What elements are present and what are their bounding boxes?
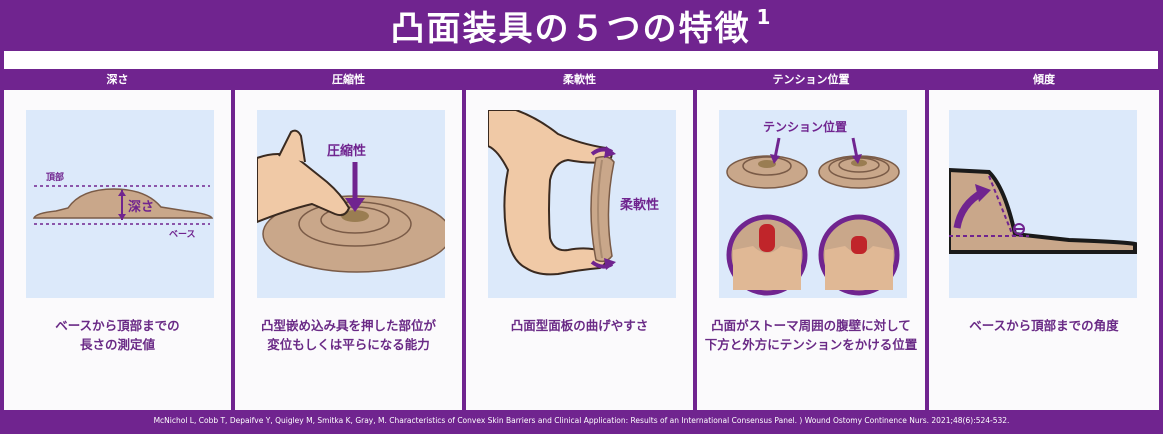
caption-line: 長さの測定値 (79, 337, 155, 352)
panel-compressibility: 圧縮性 凸型嵌め込み具を押した部位が 変位もしくは平らになる能力 (235, 90, 462, 410)
header-slope: 傾度 (1033, 73, 1055, 86)
title-text: 凸面装具の５つの特徴 (390, 8, 751, 49)
panel-tension-location: テンション位置 凸面がストーマ周囲の腹壁に対して 下方と外方にテンションをかける… (697, 90, 925, 410)
caption-line: 凸面がストーマ周囲の腹壁に対して (711, 318, 911, 333)
caption-line: 凸面型面板の曲げやすさ (510, 318, 649, 333)
caption-line: 変位もしくは平らになる能力 (267, 337, 430, 352)
tension-location-illustration: テンション位置 (719, 110, 907, 298)
white-strip-divider (4, 51, 1158, 69)
title-superscript: 1 (756, 5, 773, 29)
slope-illustration (949, 110, 1137, 298)
flexibility-label: 柔軟性 (620, 198, 660, 213)
column-header-row: 深さ 圧縮性 柔軟性 テンション位置 傾度 (0, 70, 1163, 90)
panel-flexibility: 柔軟性 凸面型面板の曲げやすさ (466, 90, 693, 410)
caption-line: ベースから頂部までの (55, 318, 180, 333)
header-flexibility: 柔軟性 (563, 73, 596, 86)
compressibility-caption: 凸型嵌め込み具を押した部位が 変位もしくは平らになる能力 (235, 316, 462, 354)
slope-caption: ベースから頂部までの角度 (929, 316, 1159, 335)
header-depth: 深さ (106, 73, 129, 86)
caption-line: 凸型嵌め込み具を押した部位が (260, 318, 436, 333)
panel-depth: 頂部 深さ ベース ベースから頂部までの 長さの測定値 (4, 90, 231, 410)
compressibility-label: 圧縮性 (327, 144, 367, 159)
panel-slope: ベースから頂部までの角度 (929, 90, 1159, 410)
depth-illustration: 頂部 深さ ベース (26, 110, 214, 298)
depth-label-top: 頂部 (46, 173, 65, 183)
compressibility-illustration: 圧縮性 (257, 110, 445, 298)
header-tension-location: テンション位置 (772, 73, 850, 86)
depth-label-base: ベース (169, 230, 196, 240)
tension-location-label: テンション位置 (763, 120, 848, 134)
flexibility-caption: 凸面型面板の曲げやすさ (466, 316, 693, 335)
caption-line: 下方と外方にテンションをかける位置 (704, 337, 918, 352)
depth-caption: ベースから頂部までの 長さの測定値 (4, 316, 231, 354)
header-compressibility: 圧縮性 (332, 73, 365, 86)
citation-footer: McNichol L, Cobb T, Depaifve Y, Quigley … (153, 416, 1010, 425)
depth-label-center: 深さ (128, 200, 155, 215)
tension-location-caption: 凸面がストーマ周囲の腹壁に対して 下方と外方にテンションをかける位置 (697, 316, 925, 354)
caption-line: ベースから頂部までの角度 (969, 318, 1119, 333)
flexibility-illustration: 柔軟性 (488, 110, 676, 298)
